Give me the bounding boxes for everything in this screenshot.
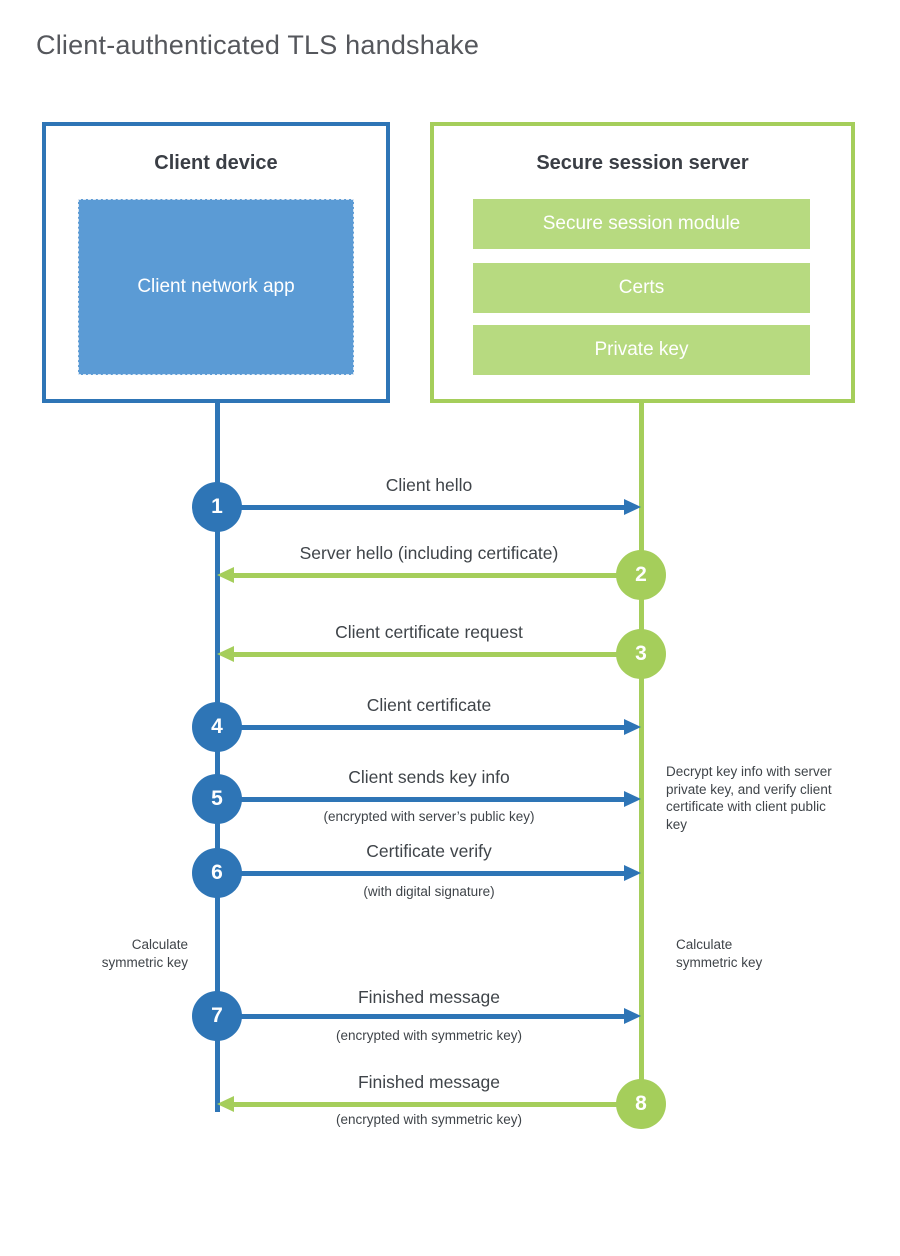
message-sublabel: (encrypted with symmetric key) [335, 1028, 523, 1043]
step-circle: 1 [192, 482, 242, 532]
step-number: 4 [211, 715, 223, 738]
step-number: 3 [635, 642, 647, 665]
arrowhead-right-icon [624, 865, 641, 881]
message-arrow [217, 505, 625, 510]
step-circle: 3 [616, 629, 666, 679]
message-label: Finished message [357, 987, 501, 1007]
message-arrow [217, 797, 625, 802]
step-number: 5 [211, 787, 223, 810]
arrowhead-right-icon [624, 791, 641, 807]
server-title: Secure session server [536, 152, 749, 174]
server-module-secure-session: Secure session module [473, 199, 810, 249]
step-circle: 2 [616, 550, 666, 600]
arrowhead-right-icon [624, 1008, 641, 1024]
diagram-title: Client-authenticated TLS handshake [36, 30, 480, 60]
message-arrow [233, 573, 641, 578]
step-circle: 8 [616, 1079, 666, 1129]
arrowhead-right-icon [624, 499, 641, 515]
message-label: Client certificate request [335, 622, 523, 642]
server-box: Secure session server Secure session mod… [430, 122, 855, 403]
arrowhead-left-icon [217, 1096, 234, 1112]
message-arrow [217, 1014, 625, 1019]
message-sublabel: (encrypted with symmetric key) [335, 1112, 523, 1127]
step-number: 2 [635, 563, 647, 586]
message-label: Client certificate [366, 695, 492, 715]
message-arrow [217, 871, 625, 876]
message-label: Certificate verify [366, 841, 492, 861]
message-label: Client hello [385, 475, 473, 495]
message-arrow [233, 652, 641, 657]
step-number: 1 [211, 495, 223, 518]
client-device-title: Client device [154, 152, 278, 174]
message-sublabel: (encrypted with server’s public key) [323, 809, 535, 824]
note-calculate-symmetric-key-server: Calculate symmetric key [676, 937, 763, 970]
message-sublabel: (with digital signature) [363, 884, 495, 899]
server-module-private-key: Private key [473, 325, 810, 375]
step-circle: 4 [192, 702, 242, 752]
client-lifeline [215, 401, 220, 1112]
arrowhead-left-icon [217, 646, 234, 662]
step-circle: 5 [192, 774, 242, 824]
client-network-app-label: Client network app [137, 275, 295, 297]
server-lifeline [639, 401, 644, 1104]
arrowhead-left-icon [217, 567, 234, 583]
server-module-certs: Certs [473, 263, 810, 313]
client-device-box: Client device Client network app [42, 122, 390, 403]
arrowhead-right-icon [624, 719, 641, 735]
message-label: Finished message [357, 1072, 501, 1092]
step-circle: 7 [192, 991, 242, 1041]
message-label: Server hello (including certificate) [299, 543, 559, 563]
message-arrow [233, 1102, 641, 1107]
step-circle: 6 [192, 848, 242, 898]
step-number: 6 [211, 861, 223, 884]
message-arrow [217, 725, 625, 730]
note-decrypt-key-info: Decrypt key info with server private key… [666, 764, 832, 832]
client-network-app-box: Client network app [78, 199, 354, 375]
message-label: Client sends key info [348, 767, 510, 787]
step-number: 7 [211, 1004, 223, 1027]
note-calculate-symmetric-key-client: Calculate symmetric key [101, 937, 188, 970]
step-number: 8 [635, 1092, 647, 1115]
